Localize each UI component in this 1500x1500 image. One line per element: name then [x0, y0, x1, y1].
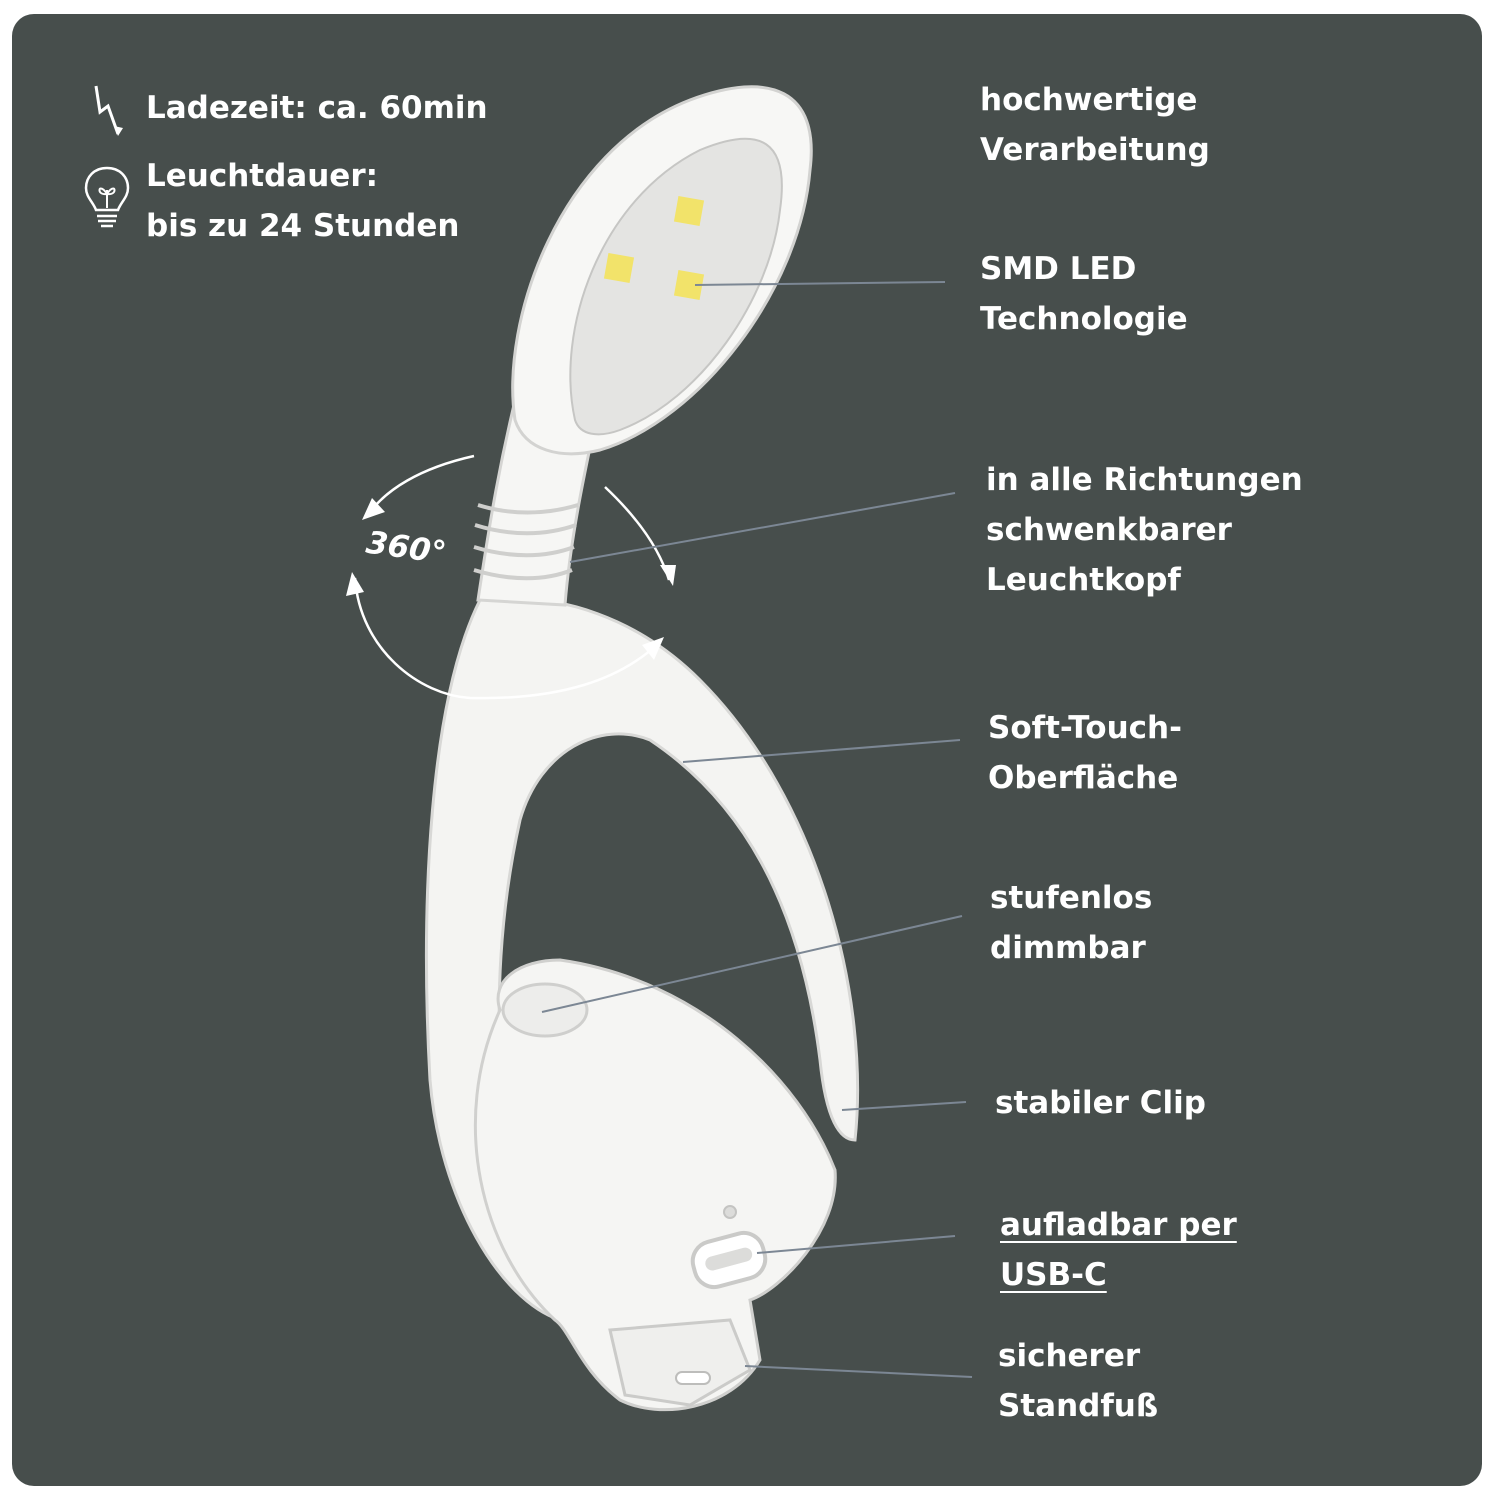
rotation-arrows [346, 454, 676, 700]
feature-label-swivel-head: in alle Richtungen schwenkbarer Leuchtko… [986, 462, 1303, 598]
stand-foot [608, 1318, 752, 1407]
feature-label-soft-touch: Soft-Touch- Oberfläche [988, 710, 1182, 796]
feature-label-quality: hochwertige Verarbeitung [980, 82, 1210, 168]
charge-time-text: Ladezeit: ca. 60min [146, 90, 488, 126]
feature-label-dimmable: stufenlos dimmbar [990, 880, 1153, 966]
indicator-light [723, 1205, 737, 1219]
feature-label-stand: sicherer Standfuß [998, 1338, 1159, 1424]
feature-label-clip: stabiler Clip [995, 1085, 1206, 1121]
runtime-text: Leuchtdauer: bis zu 24 Stunden [146, 158, 460, 244]
clip-arm [425, 596, 860, 1323]
feature-label-smd-led: SMD LED Technologie [980, 251, 1188, 337]
lamp-base [473, 958, 837, 1412]
led-chip [603, 252, 635, 284]
callout-lines [541, 281, 973, 1378]
led-chip [673, 195, 705, 227]
feature-label-usb-c: aufladbar per USB-C [1000, 1207, 1237, 1293]
swivel-joint [473, 503, 579, 581]
led-chip [673, 269, 705, 301]
lightbulb-icon [84, 166, 130, 228]
lightning-icon [94, 85, 123, 136]
dimmer-button [501, 982, 589, 1038]
